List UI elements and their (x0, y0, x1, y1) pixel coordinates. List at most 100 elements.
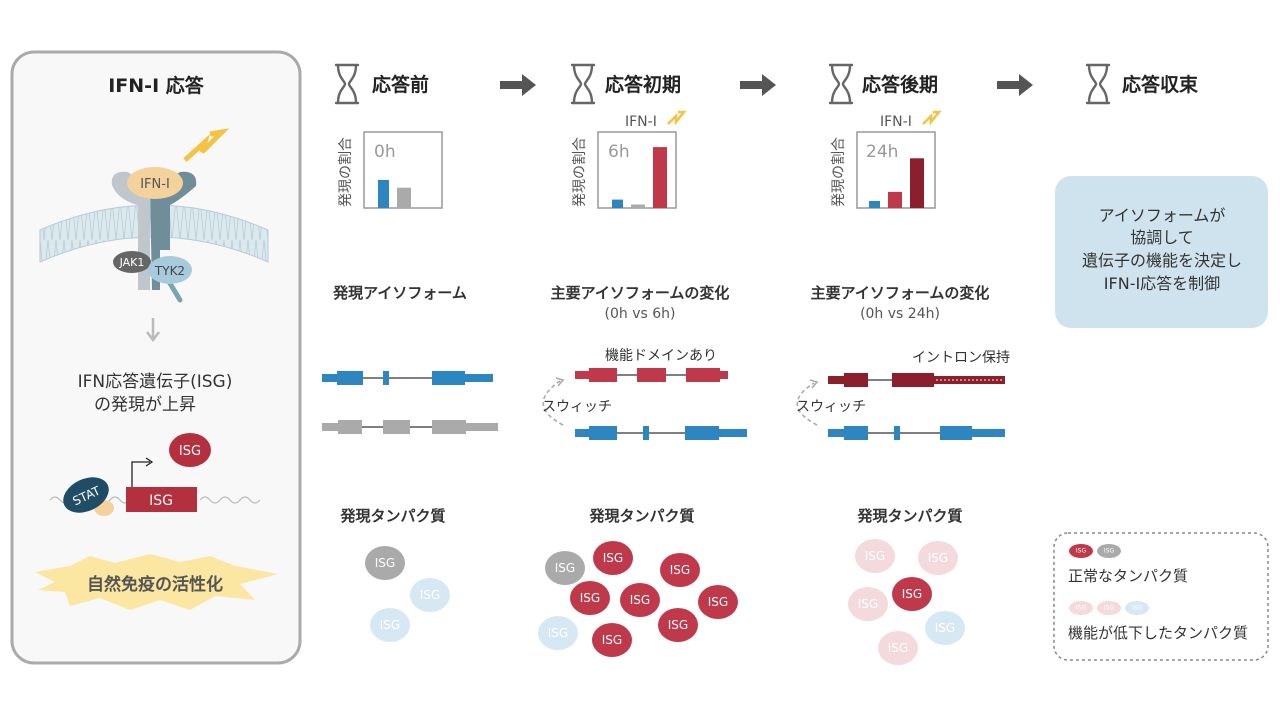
y-axis-label: 発現の割合 (830, 137, 847, 207)
isoform-label: 機能ドメインあり (605, 348, 717, 364)
isoform-blue (575, 426, 747, 440)
arrow-right-icon (997, 74, 1033, 96)
legend-normal-label: 正常なタンパク質 (1068, 567, 1188, 585)
stage-title-early: 応答初期 (605, 73, 681, 96)
conclusion-line: アイソフォームが (1099, 206, 1226, 225)
isg-protein-label: ISG (375, 556, 395, 570)
isoform-red (575, 368, 728, 382)
isg-protein-label: ISG (668, 618, 688, 632)
isg-protein-label: ISG (603, 551, 623, 565)
legend-dot: ISG (1097, 544, 1121, 558)
isg-protein: ISG (848, 587, 888, 621)
bar (612, 199, 623, 208)
bar (888, 191, 902, 208)
stage-title-pre: 応答前 (372, 73, 429, 96)
section-title: 発現アイソフォーム (332, 284, 467, 302)
lightning-icon (183, 128, 230, 162)
legend-dot: ISG (1125, 601, 1149, 615)
y-axis-label: 発現の割合 (337, 137, 354, 207)
isoform-blue (322, 371, 493, 385)
legend-dot-label: ISG (1076, 605, 1087, 612)
isg-protein: ISG (855, 539, 895, 573)
isg-protein (169, 433, 211, 467)
isg-protein: ISG (370, 608, 410, 642)
isg-protein: ISG (410, 578, 450, 612)
isg-protein-label: ISG (935, 621, 955, 635)
section-title: 主要アイソフォームの変化 (811, 284, 990, 302)
legend-dot: ISG (1069, 544, 1093, 558)
conclusion-box: アイソフォームが 協調して 遺伝子の機能を決定し IFN-I応答を制御 (1055, 176, 1268, 328)
isg-protein-label: ISG (865, 549, 885, 563)
protein-title: 発現タンパク質 (856, 507, 962, 525)
section-subtitle: (0h vs 6h) (605, 306, 676, 322)
jak1-label: JAK1 (119, 256, 145, 269)
ifn-ligand (127, 167, 183, 199)
isg-protein-label: ISG (548, 626, 568, 640)
isg-protein: ISG (658, 608, 698, 642)
hourglass-icon (1085, 63, 1111, 105)
activation-burst (35, 554, 278, 610)
hourglass-icon (828, 63, 854, 105)
isg-protein: ISG (918, 541, 958, 575)
down-arrow-icon (146, 318, 160, 343)
conclusion-line: 遺伝子の機能を決定し (1082, 251, 1242, 270)
isg-protein-label: ISG (602, 633, 622, 647)
isg-protein: ISG (592, 623, 632, 657)
isoform-blue (828, 426, 1005, 440)
section-subtitle: (0h vs 24h) (860, 306, 940, 322)
switch-arrow-icon (796, 382, 818, 426)
isg-protein: ISG (365, 546, 405, 580)
isoforms-24h: イントロン保持 スウィッチ (796, 350, 1010, 440)
legend-dot-label: ISG (1104, 605, 1115, 612)
stage-title-late: 応答後期 (862, 73, 938, 96)
tyk2 (148, 256, 192, 284)
legend-dot: ISG (1069, 601, 1093, 615)
jak1 (113, 251, 151, 273)
ifn-response-panel: IFN-I 応答 IFN-I JAK1 TYK2 IFN応答遺伝子(ISG) の… (10, 50, 302, 665)
bar (653, 147, 667, 208)
isg-protein: ISG (570, 581, 610, 615)
conclusion-line: 協調して (1130, 228, 1194, 247)
switch-arrow-icon (542, 380, 564, 426)
protein-title: 発現タンパク質 (588, 507, 694, 525)
lightning-icon (921, 110, 941, 126)
stage-headers: 応答前 応答初期 応答後期 応答収束 (334, 63, 1199, 105)
stage-title-resolution: 応答収束 (1122, 73, 1199, 96)
switch-label: スウィッチ (796, 399, 866, 415)
bar (869, 201, 880, 208)
ifn-label: IFN-I (625, 114, 657, 130)
chart-24h: IFN-I 発現の割合 24h (830, 110, 941, 209)
time-label: 0h (374, 142, 396, 162)
isg-text-2: の発現が上昇 (94, 395, 196, 415)
chart-0h: 発現の割合 0h (337, 131, 443, 209)
isg-text-1: IFN応答遺伝子(ISG) (78, 372, 233, 392)
legend-dot-label: ISG (1132, 605, 1143, 612)
y-axis-label: 発現の割合 (571, 137, 588, 207)
isoforms-0h (322, 371, 498, 434)
isg-protein-label: ISG (555, 561, 575, 575)
isg-protein: ISG (878, 631, 918, 665)
isg-protein: ISG (538, 616, 578, 650)
stat (63, 477, 109, 513)
section-title: 主要アイソフォームの変化 (551, 284, 730, 302)
legend-dot: ISG (1097, 601, 1121, 615)
isg-protein: ISG (593, 541, 633, 575)
legend-dot-label: ISG (1104, 548, 1115, 555)
ifn-label: IFN-I (880, 114, 912, 130)
tyk2-label: TYK2 (154, 264, 185, 278)
isg-protein: ISG (545, 551, 585, 585)
isg-protein-label: ISG (928, 551, 948, 565)
ifn-ligand-label: IFN-I (140, 177, 170, 192)
isg-protein-label: ISG (580, 591, 600, 605)
isg-protein-label: ISG (670, 563, 690, 577)
bar (631, 204, 645, 208)
isg-protein-label: ISG (902, 587, 922, 601)
isg-gene-label: ISG (149, 493, 173, 509)
chart-6h: IFN-I 発現の割合 6h (571, 110, 686, 209)
isg-gene (126, 487, 197, 512)
bar (378, 180, 389, 208)
isg-protein: ISG (925, 611, 965, 645)
switch-label: スウィッチ (542, 399, 612, 415)
